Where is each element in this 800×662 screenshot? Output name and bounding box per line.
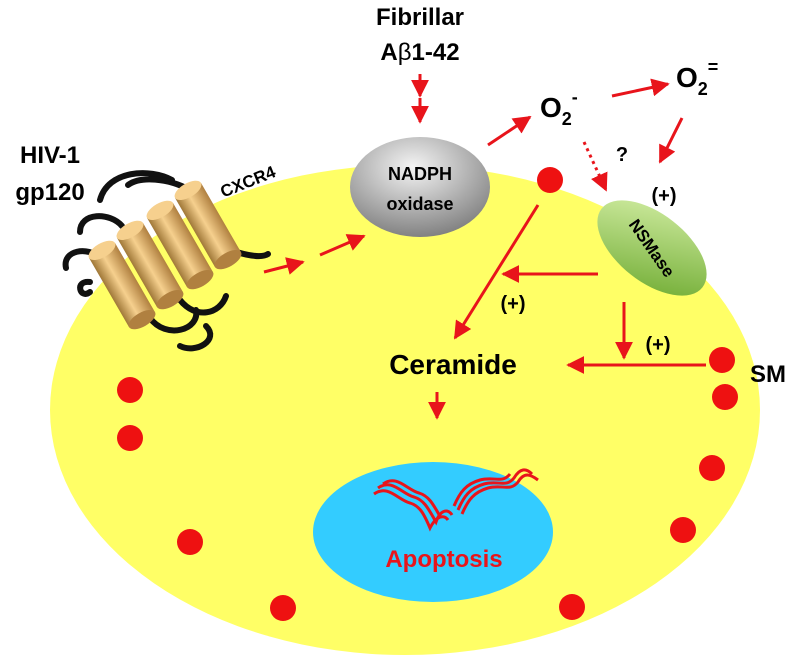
- membrane-dot: [177, 529, 203, 555]
- plus-middle: (+): [501, 293, 526, 315]
- hiv-label-line1: HIV-1: [20, 142, 80, 169]
- arrow-dot-ceramide: [453, 204, 540, 340]
- apoptosis-label: Apoptosis: [385, 546, 502, 573]
- membrane-dot: [559, 594, 585, 620]
- arrow-nadph-superoxide: [487, 115, 532, 147]
- arrow-peroxide-nsmase: [658, 117, 684, 164]
- sm-label: SM: [750, 361, 786, 388]
- question-mark: ?: [616, 144, 628, 166]
- arrow-superoxide-nsmase-dotted: [582, 141, 608, 192]
- membrane-dot: [117, 425, 143, 451]
- nadph-label-line2: oxidase: [386, 194, 453, 214]
- cxcr4-receptor: [62, 170, 271, 352]
- nadph-label-line1: NADPH: [388, 164, 452, 184]
- membrane-dot: [117, 377, 143, 403]
- fibrillar-label-line2: Aβ1-42: [380, 39, 459, 66]
- ceramide-label: Ceramide: [389, 349, 517, 380]
- membrane-dot: [670, 517, 696, 543]
- nadph-oxidase: [350, 137, 490, 237]
- nsmase-enzyme: NSMase: [597, 200, 707, 296]
- nucleus: [313, 462, 553, 602]
- superoxide-label: O2-: [540, 87, 578, 129]
- membrane-dot: [709, 347, 735, 373]
- plus-top: (+): [652, 185, 677, 207]
- dna-fragments: [373, 468, 539, 532]
- plus-right: (+): [646, 334, 671, 356]
- membrane-dot: [270, 595, 296, 621]
- pathway-arrows: [263, 74, 706, 420]
- arrow-superoxide-peroxide: [611, 78, 670, 98]
- membrane-dot: [537, 167, 563, 193]
- membrane-dot: [712, 384, 738, 410]
- arrow-cxcr4-2: [319, 234, 366, 257]
- membrane-dots: [117, 167, 738, 621]
- membrane-dot: [699, 455, 725, 481]
- arrow-cxcr4-1: [263, 257, 305, 275]
- cell-membrane: [50, 165, 760, 655]
- fibrillar-label-line1: Fibrillar: [376, 4, 464, 31]
- transmembrane-helices: [88, 180, 242, 330]
- hiv-label-line2: gp120: [15, 179, 84, 206]
- peroxide-label: O2=: [676, 57, 718, 99]
